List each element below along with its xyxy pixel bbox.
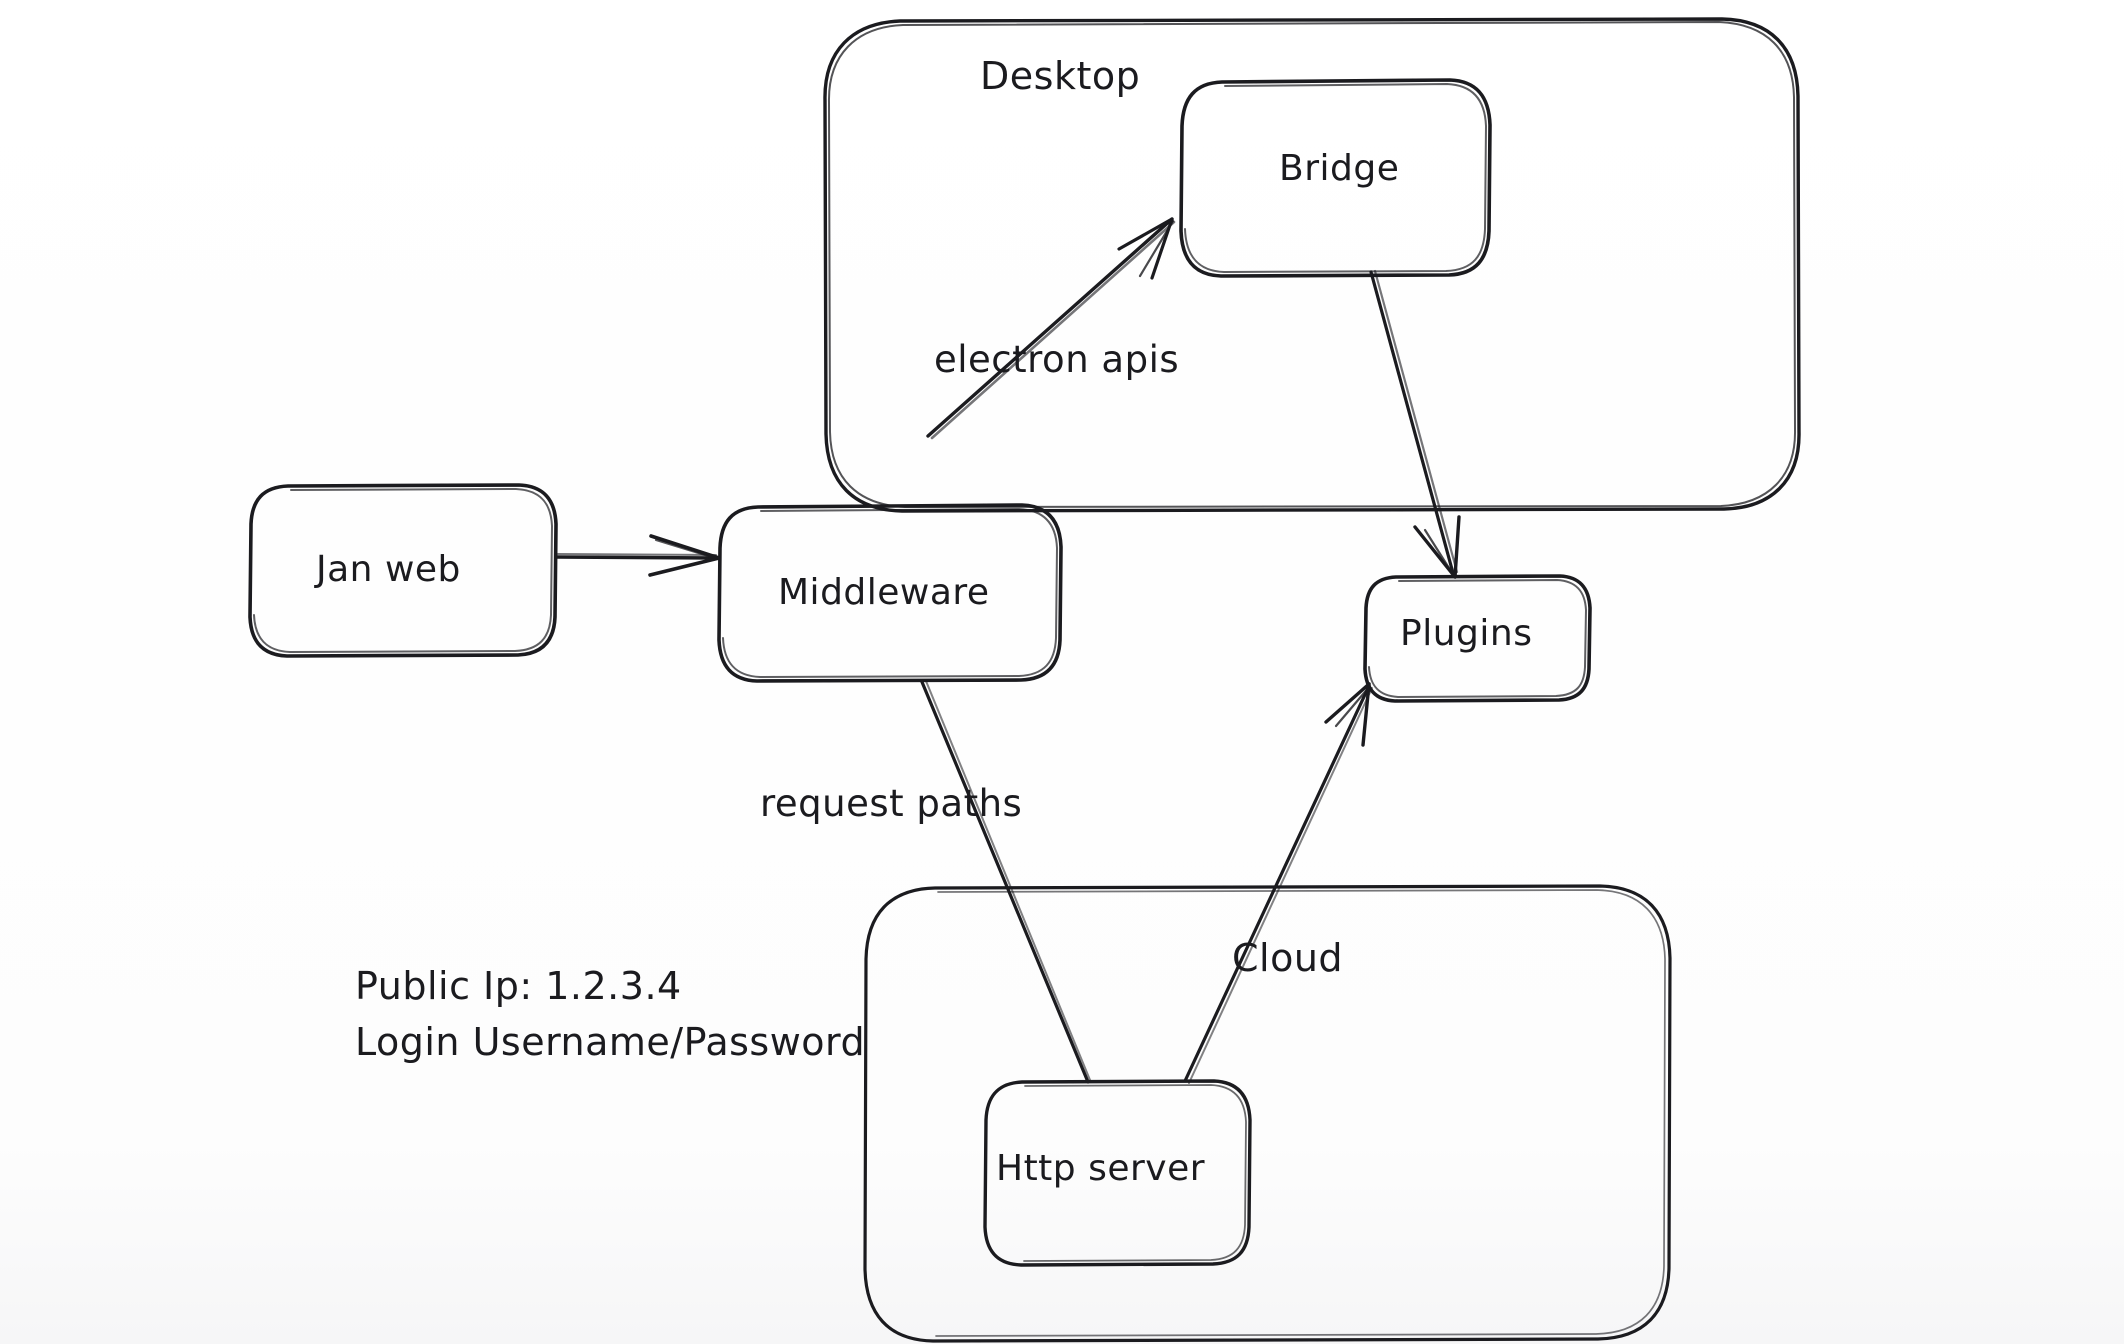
node-outline-jan-web	[248, 483, 558, 658]
group-outline-desktop	[823, 17, 1801, 513]
edge-middleware-to-bridge	[926, 217, 1176, 440]
node-plugins[interactable]	[1365, 575, 1590, 700]
node-outline-middleware	[717, 503, 1063, 683]
edge-bridge-to-plugins	[1369, 269, 1461, 579]
edge-http-server-to-plugins	[1183, 682, 1373, 1084]
node-outline-plugins	[1363, 574, 1592, 703]
node-outline-http-server	[983, 1079, 1252, 1267]
edge-middleware-to-http-server	[920, 680, 1091, 1084]
edge-jan-web-to-middleware	[554, 534, 721, 577]
node-outline-bridge	[1179, 78, 1492, 278]
node-bridge[interactable]	[1180, 80, 1490, 275]
group-outline-cloud	[863, 884, 1672, 1343]
node-middleware[interactable]	[720, 505, 1060, 680]
node-jan-web[interactable]	[250, 485, 555, 655]
node-http-server[interactable]	[985, 1080, 1250, 1265]
